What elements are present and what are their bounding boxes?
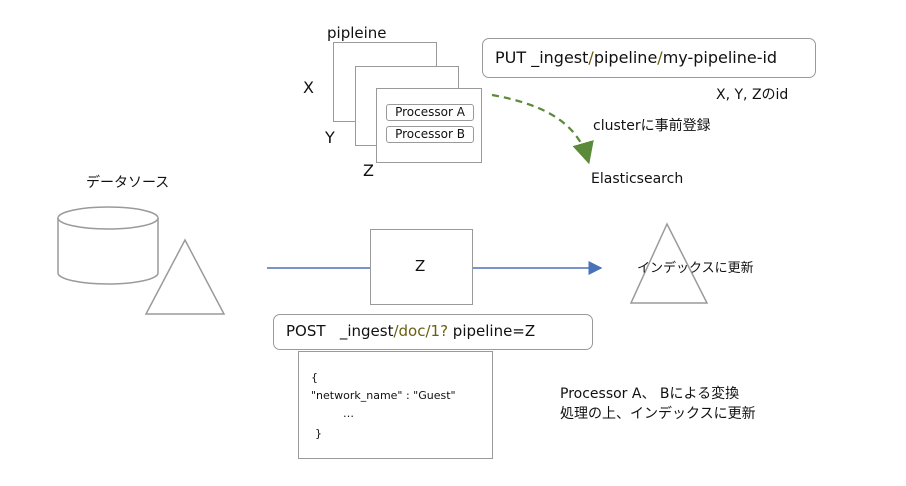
- json-close-brace: }: [315, 427, 322, 440]
- json-field-line: "network_name" : "Guest": [311, 389, 456, 402]
- datasource-cylinder-icon: [57, 206, 159, 285]
- id-note: X, Y, Zのid: [716, 87, 789, 103]
- index-update-label: インデックスに更新: [637, 261, 754, 276]
- post-request-box: POST _ingest/doc/1? pipeline=Z: [273, 314, 593, 350]
- processor-b-box: Processor B: [386, 126, 474, 143]
- result-note-line1: Processor A、 Bによる変換: [560, 386, 740, 402]
- post-prefix: POST _ingest: [286, 322, 394, 340]
- register-arrow: [491, 93, 594, 165]
- pipeline-z-label: Z: [415, 257, 426, 275]
- label-x: X: [303, 78, 314, 97]
- register-note: clusterに事前登録: [593, 118, 711, 134]
- put-request-text: PUT _ingest/pipeline/my-pipeline-id: [495, 50, 777, 66]
- pipeline-z-box: Z: [370, 229, 473, 305]
- datasource-label: データソース: [86, 175, 170, 191]
- json-open-brace: {: [311, 371, 318, 384]
- put-sep1: /: [588, 48, 594, 67]
- json-ellipsis: …: [343, 407, 354, 420]
- pipeline-title: pipleine: [327, 24, 387, 42]
- processor-a-box: Processor A: [386, 104, 474, 121]
- index-triangle-icon: [629, 222, 709, 304]
- elasticsearch-label: Elasticsearch: [591, 171, 684, 187]
- source-triangle-icon: [144, 238, 226, 315]
- put-id: my-pipeline-id: [662, 48, 778, 67]
- post-request-text: POST _ingest/doc/1? pipeline=Z: [286, 324, 535, 339]
- label-y: Y: [325, 128, 335, 147]
- put-pipeline-word: pipeline: [593, 48, 658, 67]
- label-z: Z: [363, 161, 374, 180]
- post-path: /doc/1?: [393, 322, 449, 340]
- json-body-box: { "network_name" : "Guest" … }: [298, 351, 493, 459]
- post-suffix: pipeline=Z: [448, 322, 536, 340]
- put-request-box: PUT _ingest/pipeline/my-pipeline-id: [482, 38, 816, 78]
- put-sep2: /: [657, 48, 663, 67]
- pipeline-page-z: [376, 88, 482, 163]
- put-prefix: PUT _ingest: [495, 48, 589, 67]
- result-note-line2: 処理の上、インデックスに更新: [560, 406, 756, 422]
